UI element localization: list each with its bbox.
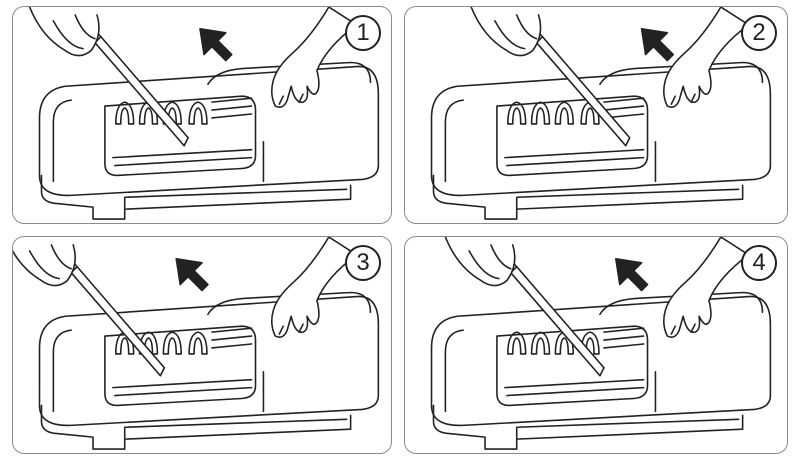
sharpener-base (432, 174, 744, 220)
step-number-badge: 2 (741, 15, 777, 51)
step-panel-1: 1 (12, 6, 392, 224)
hand-icon (28, 7, 100, 57)
knife-icon (535, 35, 631, 147)
guide-slot (580, 331, 600, 355)
slot-ribs (211, 97, 253, 119)
knife-icon (70, 265, 166, 377)
step-number-badge: 4 (741, 245, 777, 281)
hand-icon (662, 237, 750, 338)
guide-slot (138, 101, 159, 125)
sharpener-icon (430, 7, 772, 220)
base-inner-line (515, 188, 740, 210)
guide-slot (188, 101, 208, 125)
slot-ribs (603, 327, 645, 349)
sharpener-icon (430, 237, 772, 450)
hand-icon (13, 237, 76, 287)
step-number-badge: 1 (345, 15, 381, 51)
pull-arrow-icon (640, 28, 675, 62)
chamber-grooves (112, 378, 253, 397)
sharpener-base (432, 404, 744, 450)
sharpener-body (38, 65, 380, 197)
fingernails (670, 323, 696, 335)
guide-slot (507, 101, 527, 125)
guide-slot (507, 331, 527, 355)
chamber-grooves (504, 148, 645, 167)
fingernails (670, 93, 696, 105)
body-edge-line (444, 329, 465, 413)
pull-arrow-icon (199, 28, 233, 62)
hand-icon (470, 7, 542, 57)
fingernails (278, 323, 304, 335)
body-edge-line (52, 99, 73, 183)
sharpener-icon (28, 7, 380, 220)
hand-icon (270, 7, 358, 108)
slot-chamber (104, 325, 257, 407)
step-illustration (13, 237, 380, 450)
hand-icon (270, 237, 358, 338)
base-inner-line (123, 188, 348, 210)
guide-slot (162, 331, 182, 355)
guide-slot (115, 331, 135, 355)
sharpener-body (430, 295, 772, 427)
guide-slot (188, 331, 208, 355)
slot-ribs (211, 327, 253, 349)
guide-slot (580, 101, 600, 125)
pull-arrow-icon (615, 258, 649, 292)
step-panel-3: 3 (12, 236, 392, 454)
step-illustration (28, 7, 380, 220)
fingernails (278, 93, 304, 105)
pull-arrow-icon (175, 258, 209, 292)
step-panel-4: 4 (404, 236, 788, 454)
slot-chamber (496, 95, 649, 177)
guide-slot (554, 331, 575, 355)
sharpener-base (40, 174, 352, 220)
body-edge-line (444, 99, 465, 183)
chamber-grooves (112, 148, 253, 167)
slot-chamber (104, 95, 257, 177)
hand-icon (662, 7, 750, 108)
body-edge-line (52, 329, 73, 413)
guide-slot (554, 101, 575, 125)
sharpener-base (40, 404, 352, 450)
step-illustration (430, 7, 772, 220)
sharpener-body (38, 295, 380, 427)
sharpener-body (430, 65, 772, 197)
base-inner-line (123, 418, 348, 440)
sharpener-icon (13, 237, 380, 450)
knife-icon (509, 265, 605, 377)
base-inner-line (515, 418, 740, 440)
step-number-badge: 3 (345, 245, 381, 281)
knife-icon (94, 35, 189, 147)
step-illustration (430, 237, 772, 450)
guide-slot (530, 331, 551, 355)
step-panel-2: 2 (404, 6, 788, 224)
guide-slot (530, 101, 551, 125)
chamber-grooves (504, 378, 645, 397)
slot-chamber (496, 325, 649, 407)
guide-slot (115, 101, 135, 125)
hand-icon (444, 237, 516, 287)
